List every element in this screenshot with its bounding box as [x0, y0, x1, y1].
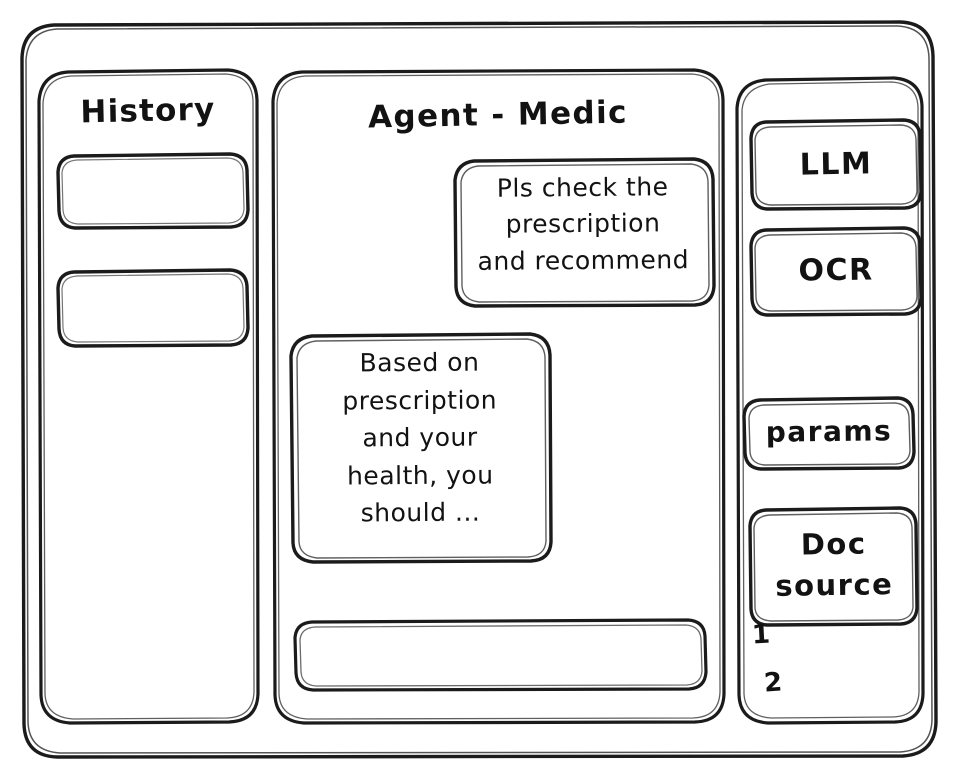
- tool-ocr[interactable]: OCR: [751, 228, 921, 316]
- doc-source-item-2[interactable]: 2: [762, 667, 784, 699]
- tool-doc-source[interactable]: Doc source: [750, 508, 918, 626]
- doc-source-item-1[interactable]: 1: [751, 619, 771, 651]
- user-message-text: Pls check the prescription and recommend: [477, 172, 690, 276]
- agent-message-bubble: Based on prescription and your health, y…: [291, 334, 551, 562]
- message-composer-input[interactable]: [295, 620, 706, 690]
- tool-llm[interactable]: LLM: [751, 120, 921, 210]
- tool-ocr-label: OCR: [798, 252, 874, 289]
- tool-llm-label: LLM: [799, 146, 873, 183]
- user-message-bubble: Pls check the prescription and recommend: [455, 159, 715, 307]
- tool-params[interactable]: params: [744, 398, 914, 470]
- history-panel-title: History: [80, 91, 216, 131]
- composer-value: [309, 636, 689, 640]
- history-item-2[interactable]: [58, 270, 250, 348]
- tool-params-label: params: [765, 414, 893, 449]
- page-title: Agent - Medic: [367, 94, 629, 136]
- tool-doc-source-label: Doc source: [775, 526, 894, 604]
- agent-message-text: Based on prescription and your health, y…: [342, 347, 498, 528]
- history-item-1[interactable]: [58, 154, 250, 230]
